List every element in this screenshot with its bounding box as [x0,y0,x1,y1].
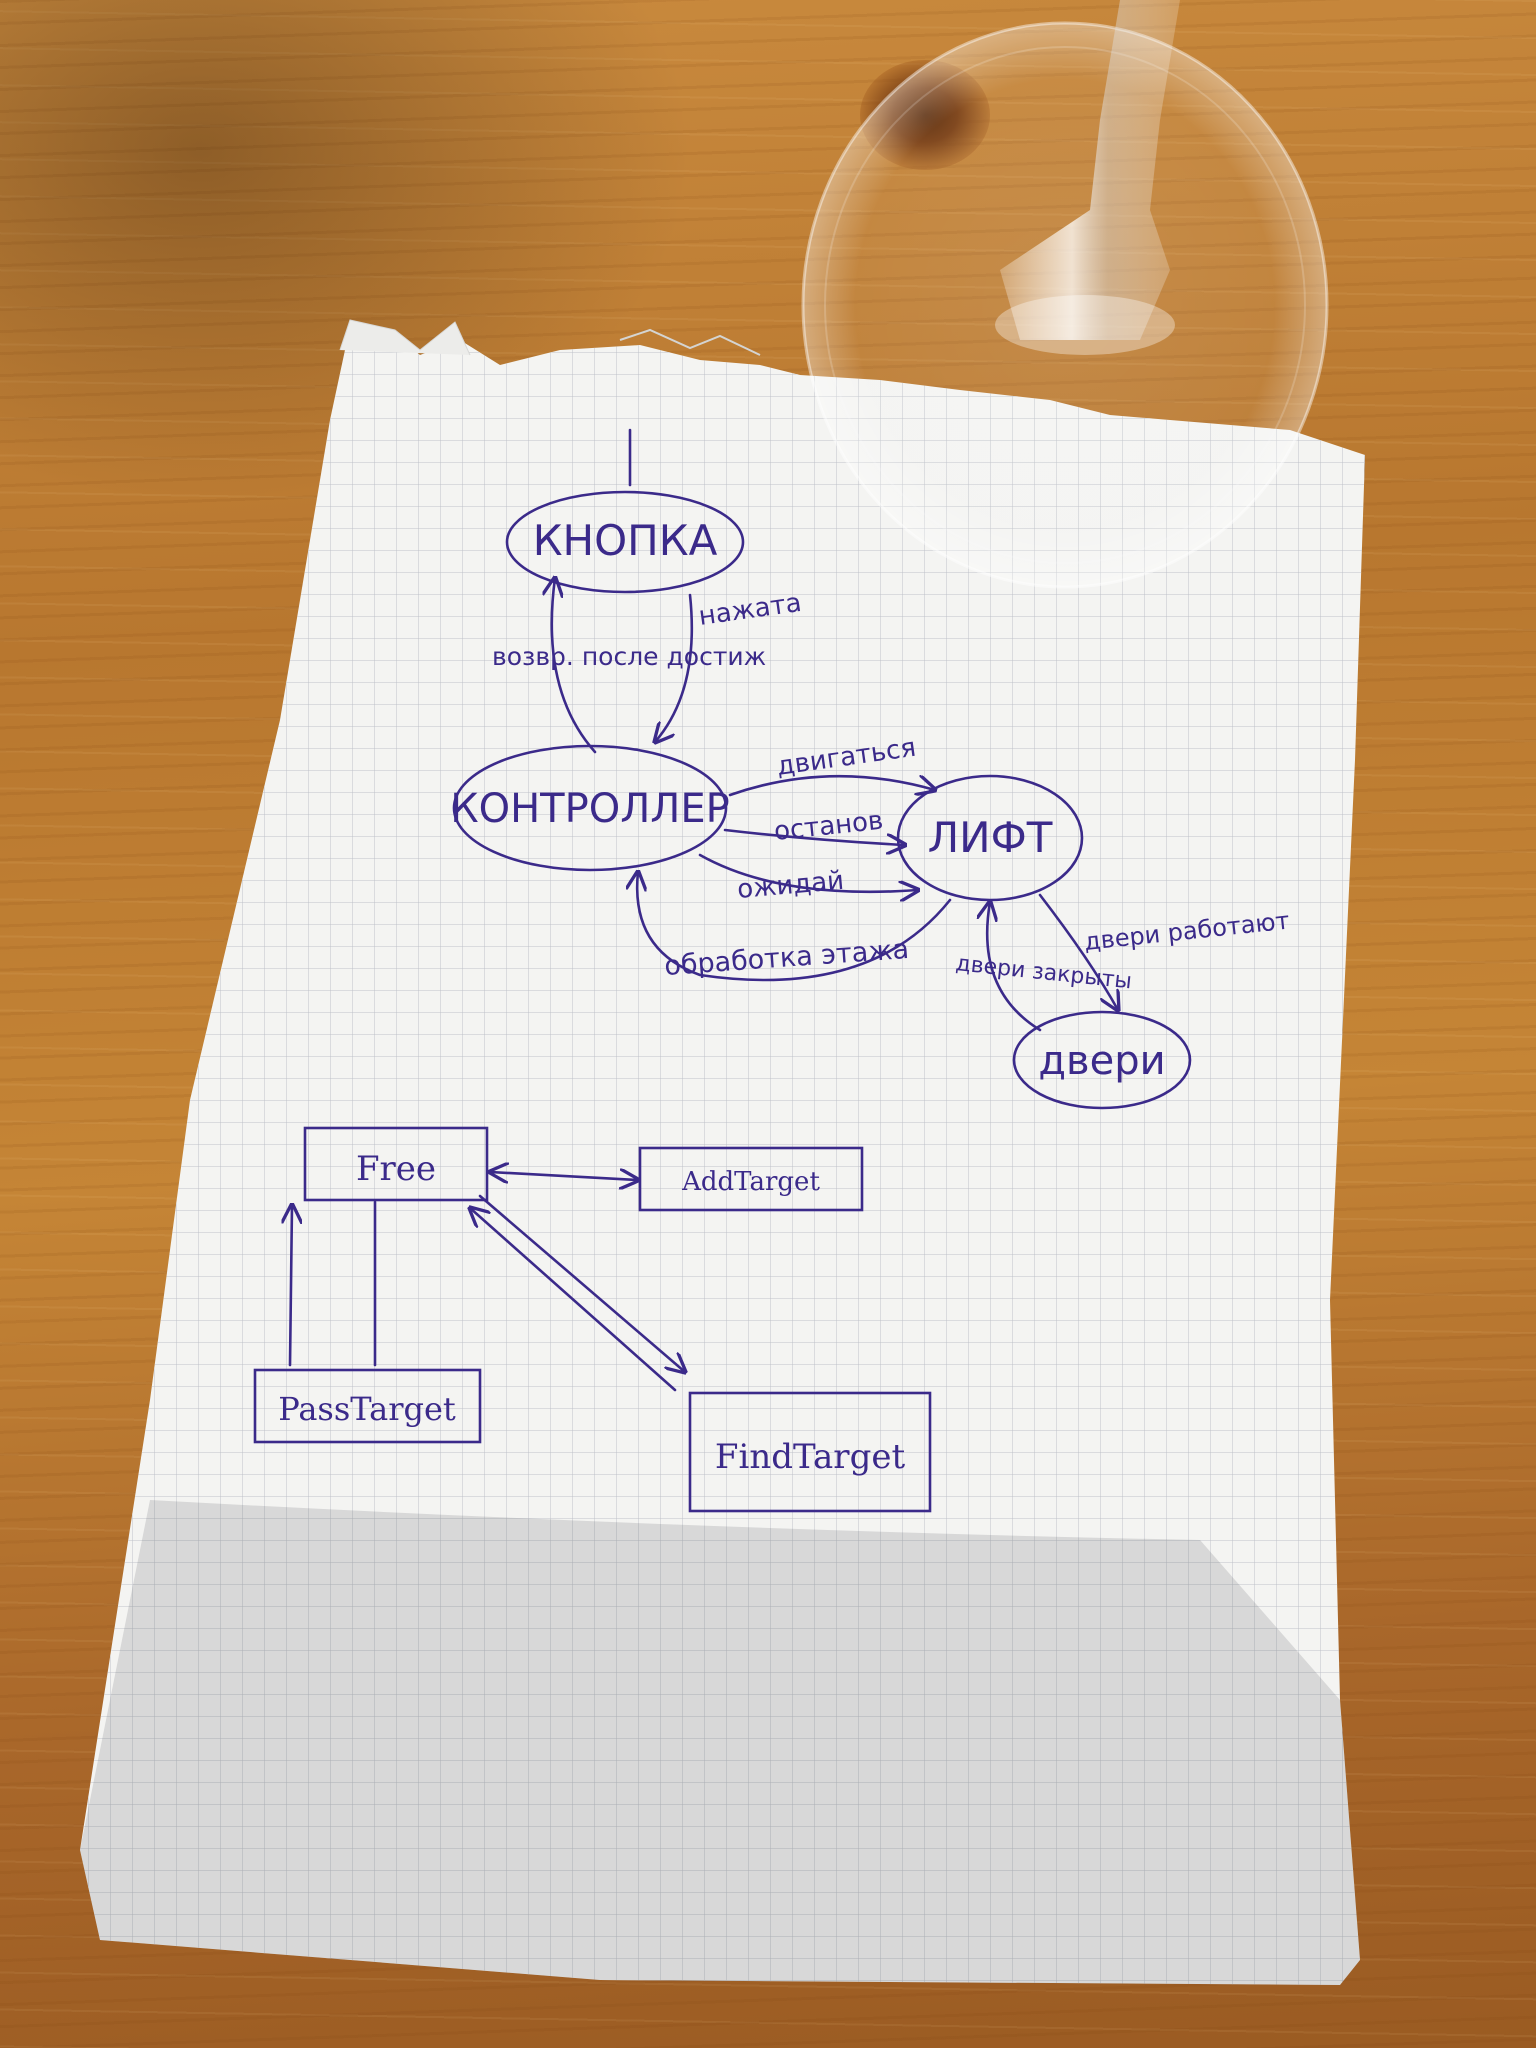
box-pass-target-outline [253,1368,482,1444]
box-diagram [253,1126,932,1513]
state-diagram [452,428,1192,1110]
edge-after-reach: возвр. после достиж [492,642,766,671]
node-doors: двери [1038,1038,1165,1084]
box-pass-target: PassTarget [278,1390,456,1428]
box-add-target: AddTarget [681,1167,820,1197]
box-free: Free [356,1149,436,1189]
box-labels: Free AddTarget PassTarget FindTarget [278,1149,905,1477]
box-find-target-outline [688,1391,932,1513]
box-find-target: FindTarget [715,1437,906,1477]
node-button-outline [505,490,745,594]
node-controller: КОНТРОЛЛЕР [450,786,730,832]
node-button: КНОПКА [533,516,718,565]
wine-glass [801,0,1329,589]
node-elevator: ЛИФТ [928,813,1053,862]
paper-sheet [80,319,1365,1985]
box-free-outline [303,1126,489,1202]
